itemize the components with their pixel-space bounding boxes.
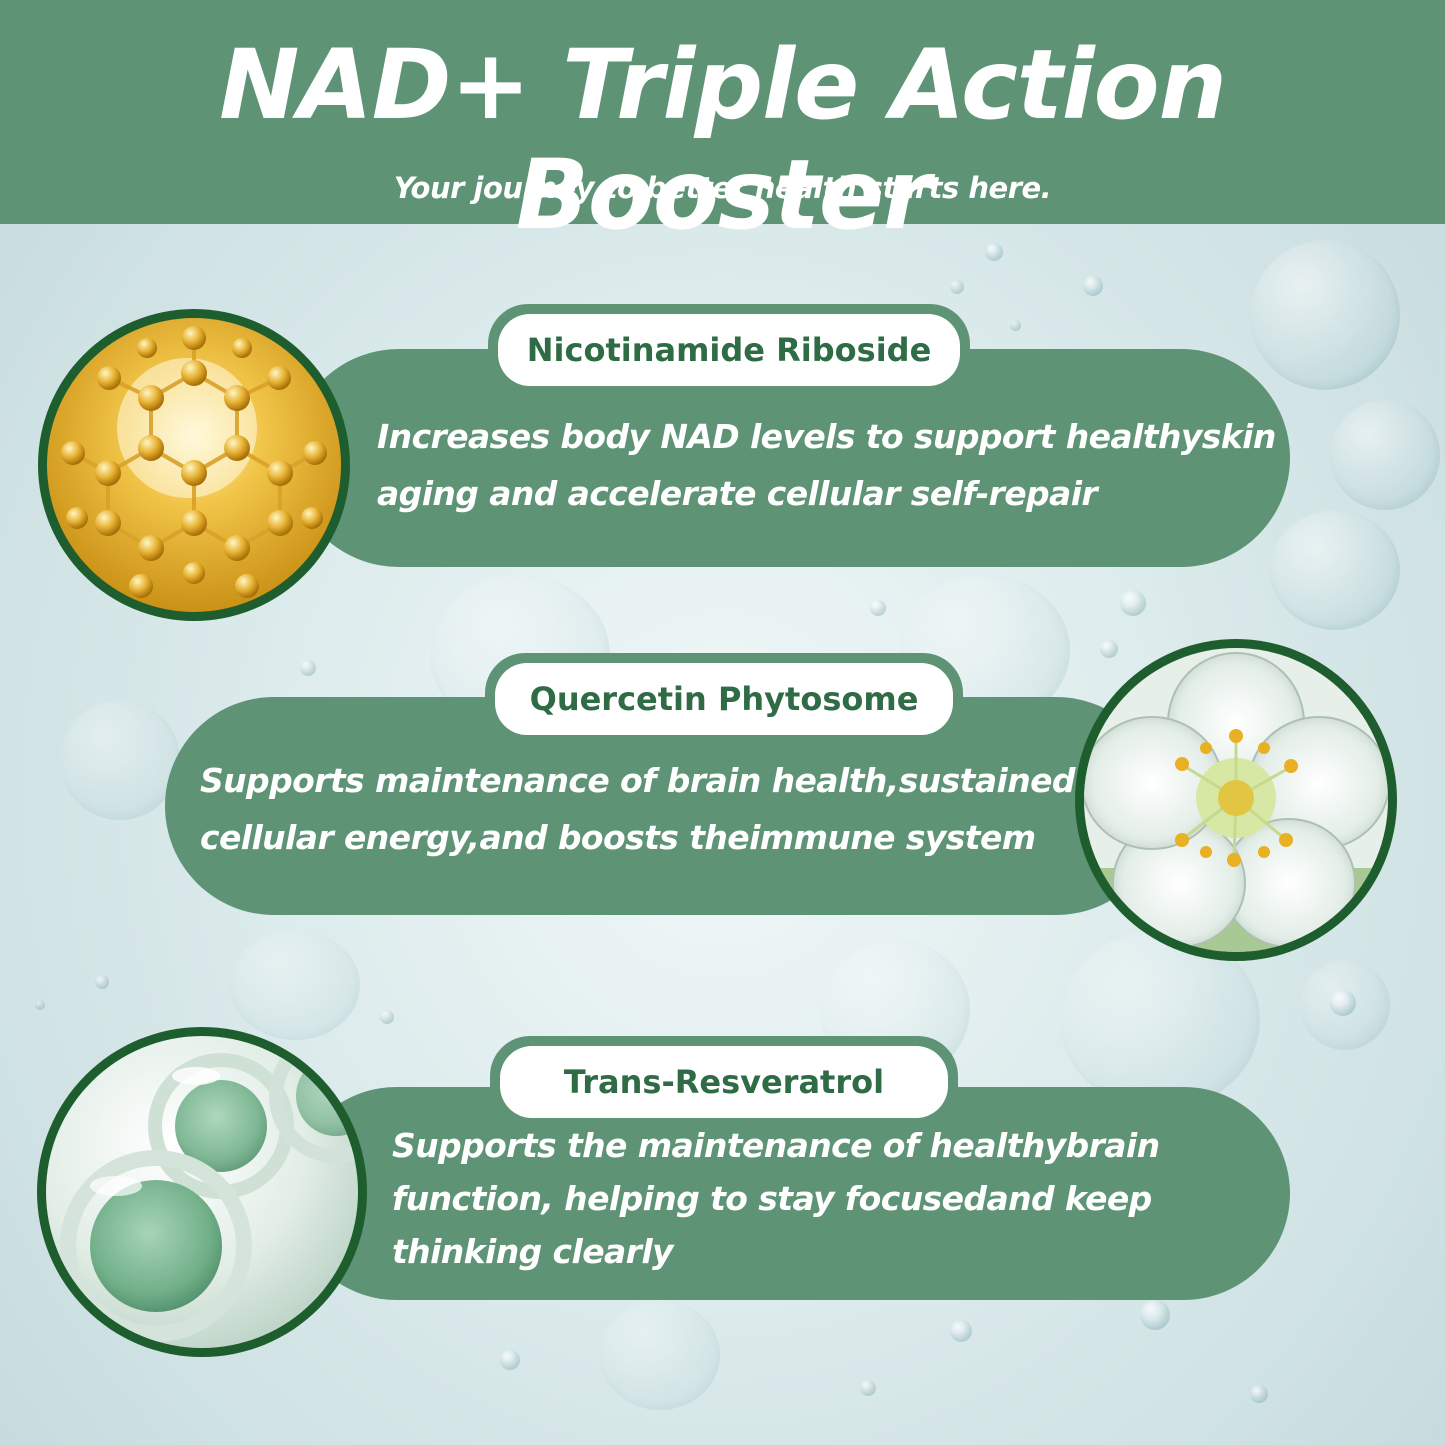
ingredient-badge: Trans-Resveratrol — [490, 1036, 958, 1128]
page-title: NAD+ Triple Action Booster — [219, 29, 1227, 251]
ingredient-name: Trans-Resveratrol — [500, 1046, 948, 1118]
header-banner: NAD+ Triple Action Booster Your journey … — [0, 0, 1445, 250]
ingredient-name: Nicotinamide Riboside — [498, 314, 960, 386]
page-subtitle: Your journey to better health starts her… — [393, 171, 1052, 205]
ingredient-name: Quercetin Phytosome — [495, 663, 953, 735]
flower-icon — [1075, 639, 1397, 961]
ingredient-badge: Nicotinamide Riboside — [488, 304, 970, 396]
molecule-icon — [38, 309, 350, 621]
feature-description: Supports maintenance of brain health,sus… — [200, 761, 1076, 857]
feature-description: Increases body NAD levels to support hea… — [377, 417, 1276, 513]
capsule-icon — [37, 1027, 367, 1357]
feature-description: Supports the maintenance of healthybrain… — [392, 1126, 1160, 1271]
ingredient-badge: Quercetin Phytosome — [485, 653, 963, 745]
